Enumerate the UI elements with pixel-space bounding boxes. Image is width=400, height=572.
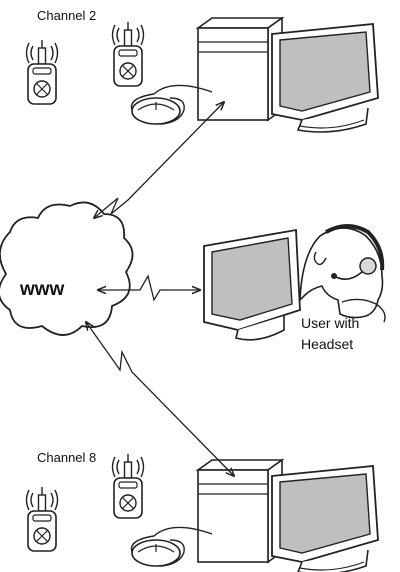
user-monitor-icon — [203, 228, 301, 341]
channel-2-label: Channel 2 — [37, 8, 96, 23]
radio-transmitter-icon — [111, 453, 145, 519]
person-with-headset-icon — [299, 224, 386, 323]
link-cloud-to-top — [94, 102, 224, 218]
link-cloud-to-user — [98, 274, 200, 302]
top-workstation — [130, 17, 379, 133]
user-label-line1: User with — [301, 315, 359, 331]
bottom-workstation — [130, 459, 379, 572]
cloud-icon: www — [0, 201, 134, 336]
channel-8-label: Channel 8 — [37, 450, 96, 465]
radio-transmitter-icon — [25, 39, 59, 105]
user-label-line2: Headset — [301, 336, 353, 352]
radio-transmitter-icon — [111, 21, 145, 87]
cloud-label: www — [19, 279, 65, 300]
link-cloud-to-bottom — [86, 322, 234, 476]
radio-transmitter-icon — [25, 486, 59, 552]
